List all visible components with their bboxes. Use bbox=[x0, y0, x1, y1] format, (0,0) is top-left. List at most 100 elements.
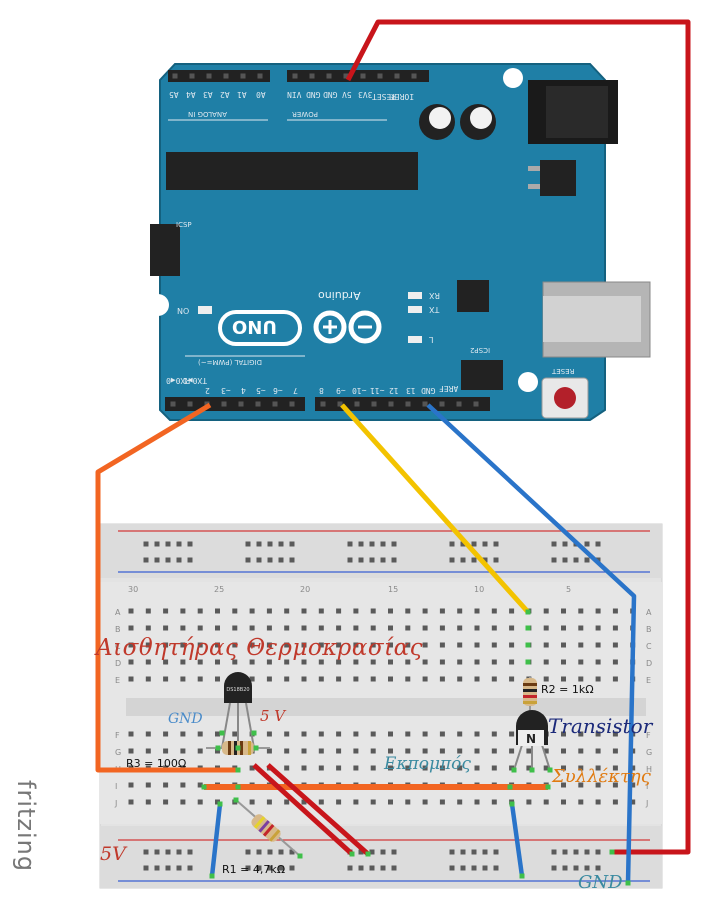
breadboard-hole bbox=[284, 659, 290, 665]
breadboard-hole bbox=[612, 731, 618, 737]
breadboard-hole bbox=[215, 676, 220, 682]
breadboard-hole bbox=[474, 608, 480, 614]
icsp-label: ICSP bbox=[176, 221, 192, 229]
breadboard-hole bbox=[578, 748, 584, 754]
digital-header-left bbox=[165, 397, 305, 411]
connected-hole bbox=[525, 625, 531, 631]
breadboard-hole bbox=[266, 625, 272, 631]
connected-hole bbox=[529, 767, 535, 773]
bb-number: 25 bbox=[214, 585, 224, 594]
breadboard-hole bbox=[128, 782, 134, 788]
wire-blue-jumper-1 bbox=[209, 803, 223, 877]
breadboard-hole bbox=[353, 676, 359, 682]
rail-hole bbox=[289, 865, 295, 871]
rail-hole bbox=[267, 865, 273, 871]
breadboard-hole bbox=[388, 731, 393, 737]
bb-row-letter: I bbox=[646, 782, 648, 791]
breadboard-hole bbox=[422, 731, 428, 737]
breadboard-hole bbox=[612, 765, 618, 771]
rail-hole bbox=[358, 849, 364, 855]
rail-hole bbox=[449, 865, 455, 871]
breadboard-hole bbox=[318, 731, 324, 737]
breadboard-hole bbox=[180, 625, 186, 631]
rail-hole bbox=[347, 557, 353, 563]
breadboard-hole bbox=[491, 642, 497, 648]
breadboard-hole bbox=[336, 799, 342, 805]
breadboard-hole bbox=[370, 799, 376, 805]
rail-hole bbox=[380, 557, 386, 563]
rail-hole bbox=[380, 541, 386, 547]
breadboard-hole bbox=[388, 608, 393, 614]
breadboard-hole bbox=[561, 625, 566, 631]
breadboard-hole bbox=[474, 731, 480, 737]
icsp2-header bbox=[461, 360, 503, 390]
rail-hole bbox=[449, 541, 455, 547]
rail-hole bbox=[471, 849, 477, 855]
breadboard-hole bbox=[353, 659, 359, 665]
breadboard-hole bbox=[509, 731, 515, 737]
rail-hole bbox=[551, 557, 557, 563]
breadboard-hole bbox=[301, 748, 307, 754]
resistor-r1 bbox=[235, 799, 301, 857]
rail-hole bbox=[562, 849, 568, 855]
breadboard-hole bbox=[543, 659, 549, 665]
header-pin bbox=[255, 401, 261, 407]
breadboard-hole bbox=[336, 625, 342, 631]
connected-hole bbox=[349, 851, 355, 857]
breadboard-hole bbox=[284, 748, 290, 754]
breadboard-hole bbox=[491, 608, 497, 614]
breadboard-hole bbox=[336, 608, 342, 614]
rail-hole bbox=[267, 541, 273, 547]
breadboard-hole bbox=[491, 765, 497, 771]
breadboard-hole bbox=[145, 608, 151, 614]
breadboard-hole bbox=[145, 731, 151, 737]
pin-label-vin: VIN bbox=[287, 90, 302, 99]
rail-hole bbox=[278, 865, 284, 871]
breadboard-hole bbox=[405, 748, 411, 754]
header-pin bbox=[343, 73, 349, 79]
rail-hole bbox=[245, 541, 251, 547]
breadboard-hole bbox=[578, 782, 584, 788]
header-pin bbox=[289, 401, 295, 407]
temperature-sensor bbox=[221, 672, 255, 749]
pin-label-a4: A4 bbox=[186, 90, 196, 99]
connected-hole bbox=[235, 784, 241, 790]
arduino-brand-text: Arduino bbox=[318, 289, 361, 302]
breadboard-hole bbox=[197, 676, 203, 682]
breadboard-hole bbox=[163, 625, 169, 631]
breadboard-hole bbox=[145, 748, 151, 754]
rail-hole bbox=[289, 541, 295, 547]
top-rail-holes bbox=[143, 541, 601, 563]
pin-label-gnd-digital: GND bbox=[421, 386, 436, 395]
pin-label-ioref: IOREF bbox=[390, 92, 415, 101]
rail-hole bbox=[562, 541, 568, 547]
bb-row-letter: E bbox=[646, 676, 651, 685]
connected-hole bbox=[297, 853, 303, 859]
digital-label: DIGITAL (PWM=~) bbox=[198, 358, 262, 366]
rail-hole bbox=[176, 849, 182, 855]
bb-row-letter: J bbox=[645, 799, 648, 808]
breadboard-hole bbox=[422, 642, 428, 648]
rail-hole bbox=[460, 557, 466, 563]
breadboard-hole bbox=[595, 642, 601, 648]
rail-hole bbox=[256, 541, 262, 547]
breadboard-hole bbox=[370, 731, 376, 737]
breadboard-hole bbox=[163, 608, 169, 614]
breadboard-hole bbox=[249, 765, 255, 771]
header-pin bbox=[238, 401, 244, 407]
breadboard-hole bbox=[128, 625, 134, 631]
highlighted-holes bbox=[201, 609, 631, 886]
rail-hole bbox=[562, 865, 568, 871]
pin-label-12: 12 bbox=[389, 386, 399, 395]
pin-label-8: 8 bbox=[319, 386, 324, 395]
breadboard-hole bbox=[561, 748, 566, 754]
breadboard-hole bbox=[422, 659, 428, 665]
breadboard-hole bbox=[336, 659, 342, 665]
bb-row-letter: F bbox=[646, 731, 651, 740]
rail-hole bbox=[165, 541, 171, 547]
breadboard-hole bbox=[457, 608, 463, 614]
breadboard-hole bbox=[595, 676, 601, 682]
breadboard-hole bbox=[457, 799, 463, 805]
analog-header bbox=[168, 70, 270, 82]
breadboard: 30 25 20 15 10 5 A B C D E F G H I J A B… bbox=[99, 523, 663, 889]
